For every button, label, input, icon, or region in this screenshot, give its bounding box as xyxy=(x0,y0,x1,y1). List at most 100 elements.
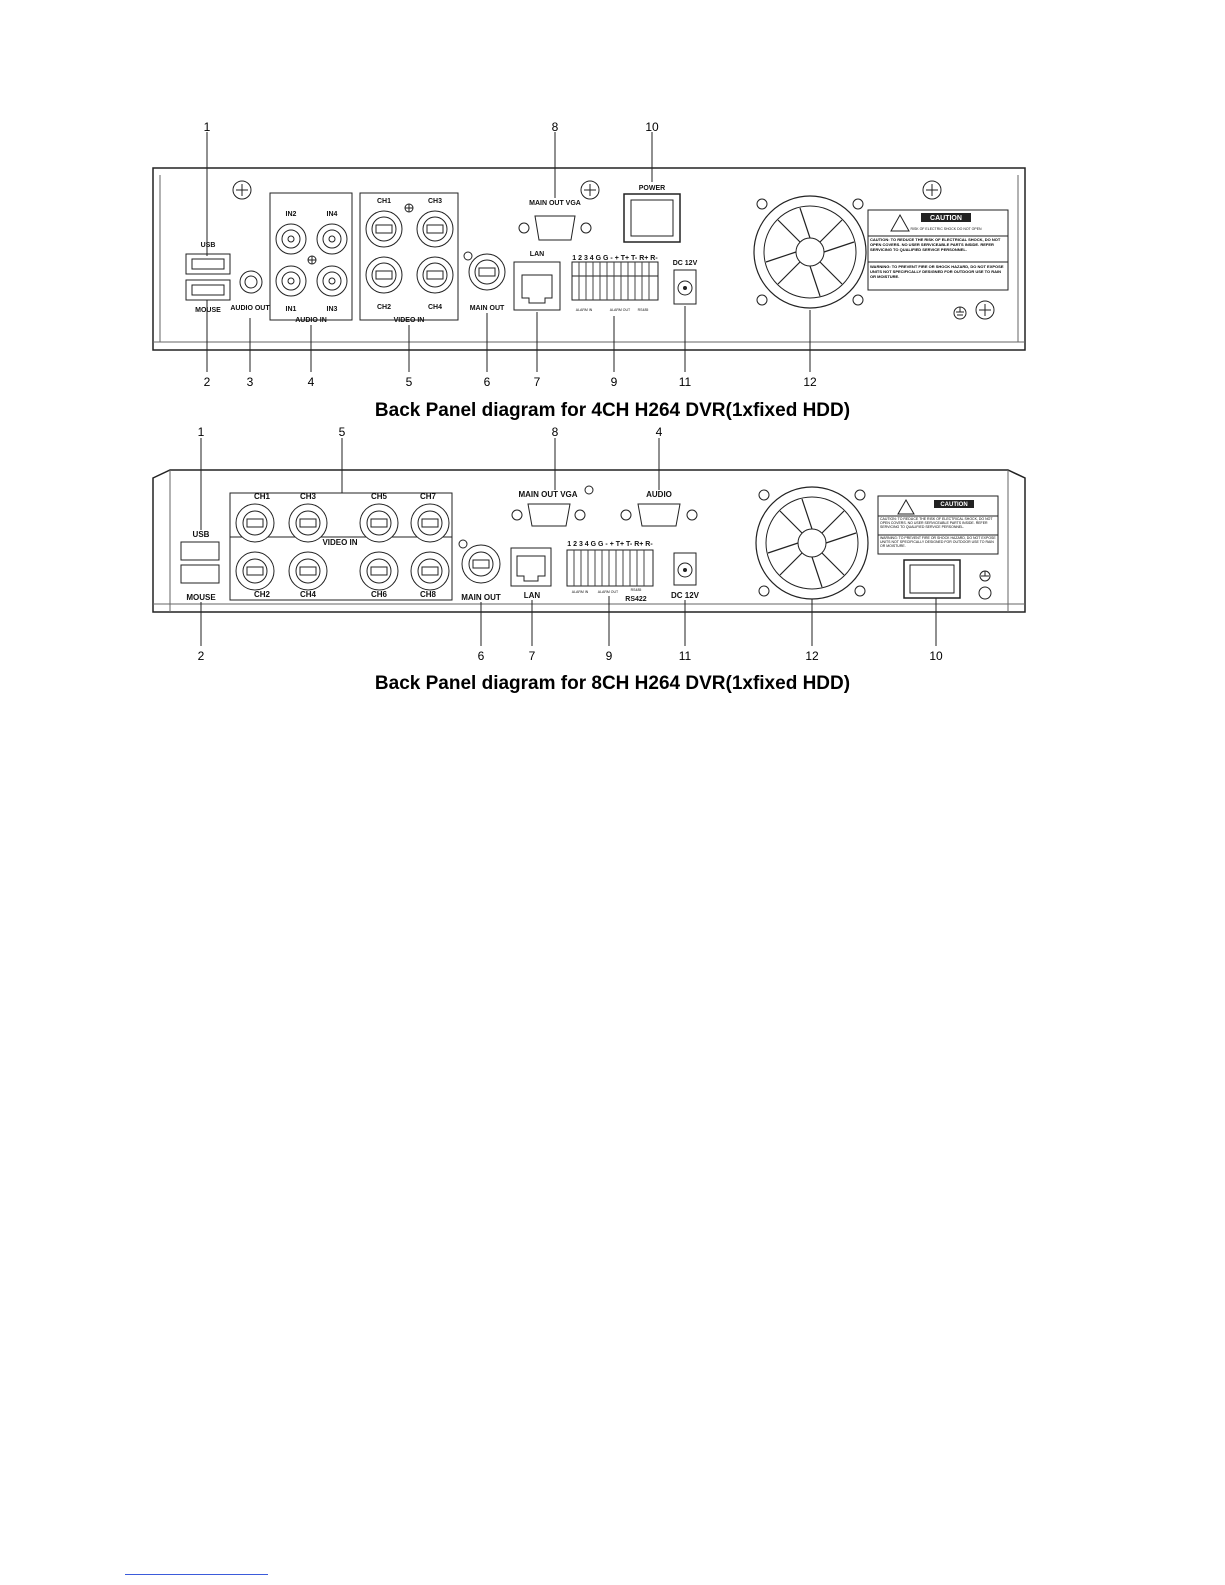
back-panel-diagram-8ch: USB MOUSE CH1 CH3 CH5 CH7 VIDEO IN CH2 C… xyxy=(0,420,1225,710)
warning-triangle-icon xyxy=(890,213,910,232)
dc-jack-pin xyxy=(683,286,687,290)
callout-number: 2 xyxy=(204,375,211,389)
caution-text-box: CAUTION: TO REDUCE THE RISK OF ELECTRICA… xyxy=(870,237,1000,252)
lan-socket xyxy=(521,274,553,304)
rca-jack xyxy=(316,265,348,297)
caution-text-box: CAUTION: TO REDUCE THE RISK OF ELECTRICA… xyxy=(880,517,993,530)
usb-port xyxy=(180,541,220,561)
bnc-connector xyxy=(359,551,399,591)
video-ch8-label: CH8 xyxy=(420,590,437,599)
video-ch7-label: CH7 xyxy=(420,492,437,501)
leader-lines xyxy=(200,438,937,646)
callout-number: 7 xyxy=(529,649,536,663)
back-panel-4ch-drawing: USB MOUSE AUDIO OUT IN2 IN4 IN1 IN3 AUDI… xyxy=(152,120,1026,389)
video-ch5-label: CH5 xyxy=(371,492,388,501)
audio-dsub-connector xyxy=(637,503,681,527)
terminal-pin-labels: 1 2 3 4 G G - + T+ T- R+ R- xyxy=(567,541,653,548)
video-in-label: VIDEO IN xyxy=(322,538,357,547)
callout-number: 8 xyxy=(552,425,559,439)
fan-icon xyxy=(755,486,869,600)
audio-in-1-label: IN1 xyxy=(286,306,297,313)
bnc-connector xyxy=(416,256,454,294)
caution-label xyxy=(877,495,999,555)
warning-text: WARNING: TO PREVENT FIRE OR SHOCK HAZARD… xyxy=(870,264,1004,279)
screw-icon xyxy=(232,180,252,200)
bnc-connector xyxy=(416,210,454,248)
back-panel-diagram-4ch: USB MOUSE AUDIO OUT IN2 IN4 IN1 IN3 AUDI… xyxy=(0,0,1225,421)
diagram-caption-4ch: Back Panel diagram for 4CH H264 DVR(1xfi… xyxy=(374,400,851,421)
callout-number: 1 xyxy=(204,120,211,134)
rs422-label: RS422 xyxy=(625,596,647,603)
vga-label: MAIN OUT VGA xyxy=(529,200,581,207)
ground-icon xyxy=(979,570,991,582)
mouse-label: MOUSE xyxy=(186,593,216,602)
video-ch3-label: CH3 xyxy=(428,198,442,205)
screw-icon xyxy=(580,180,600,200)
bnc-connector xyxy=(359,503,399,543)
warning-text: WARNING: TO PREVENT FIRE OR SHOCK HAZARD… xyxy=(880,536,996,549)
bnc-connector xyxy=(235,503,275,543)
vga-screw-right xyxy=(580,222,592,234)
callout-number: 11 xyxy=(679,649,692,663)
video-in-label: VIDEO IN xyxy=(394,317,425,324)
audio-in-2-label: IN2 xyxy=(286,211,297,218)
alarm-in-label: ALARM IN xyxy=(572,590,589,594)
fan-icon xyxy=(753,195,867,309)
power-switch-rocker xyxy=(630,199,674,237)
bnc-connector xyxy=(468,253,506,291)
callout-number: 7 xyxy=(534,375,541,389)
bnc-connector xyxy=(410,503,450,543)
video-ch2-label: CH2 xyxy=(254,590,271,599)
lan-label: LAN xyxy=(530,251,544,258)
bnc-connector xyxy=(365,210,403,248)
bnc-connector xyxy=(410,551,450,591)
rca-jack xyxy=(316,223,348,255)
callout-number: 5 xyxy=(406,375,413,389)
callout-number: 6 xyxy=(484,375,491,389)
bnc-connector xyxy=(461,544,501,584)
rca-jack xyxy=(275,265,307,297)
callout-number: 3 xyxy=(247,375,254,389)
callout-number: 1 xyxy=(198,425,205,439)
rca-jack xyxy=(275,223,307,255)
audio-in-4-label: IN4 xyxy=(327,211,338,218)
audio-screw-right xyxy=(686,509,698,521)
callout-number: 2 xyxy=(198,649,205,663)
callout-number: 4 xyxy=(656,425,663,439)
video-ch2-label: CH2 xyxy=(377,304,391,311)
alarm-out-label: ALARM OUT xyxy=(598,590,619,594)
back-panel-8ch-drawing: USB MOUSE CH1 CH3 CH5 CH7 VIDEO IN CH2 C… xyxy=(152,425,1026,663)
screw-icon xyxy=(584,485,594,495)
rs485-label: RS485 xyxy=(638,308,649,312)
vga-connector xyxy=(534,215,576,241)
footnote-separator xyxy=(125,1574,268,1575)
caution-title: CAUTION xyxy=(930,215,962,222)
bnc-connector xyxy=(288,503,328,543)
alarm-in-label: ALARM IN xyxy=(576,308,593,312)
audio-in-label: AUDIO IN xyxy=(295,317,327,324)
video-ch4-label: CH4 xyxy=(300,590,317,599)
callout-number: 10 xyxy=(929,649,943,663)
screw-icon xyxy=(978,586,992,600)
terminal-block xyxy=(566,549,654,587)
lan-label: LAN xyxy=(524,591,541,600)
main-out-label: MAIN OUT xyxy=(461,593,501,602)
callout-number: 4 xyxy=(308,375,315,389)
audio-out-jack-inner xyxy=(244,275,258,289)
screw-icon xyxy=(307,255,317,265)
callout-number: 12 xyxy=(805,649,819,663)
bnc-connector xyxy=(365,256,403,294)
dc-jack-pin xyxy=(683,568,687,572)
caution-text: CAUTION: TO REDUCE THE RISK OF ELECTRICA… xyxy=(880,517,993,530)
terminal-block xyxy=(571,261,659,301)
usb-label: USB xyxy=(193,530,210,539)
screw-icon xyxy=(404,203,414,213)
ground-icon xyxy=(953,306,967,320)
lan-socket xyxy=(516,555,546,582)
power-label: POWER xyxy=(639,185,665,192)
callout-number: 6 xyxy=(478,649,485,663)
dc12v-label: DC 12V xyxy=(671,591,700,600)
dc12v-label: DC 12V xyxy=(673,260,698,267)
audio-label: AUDIO xyxy=(646,490,672,499)
mouse-port xyxy=(180,564,220,584)
